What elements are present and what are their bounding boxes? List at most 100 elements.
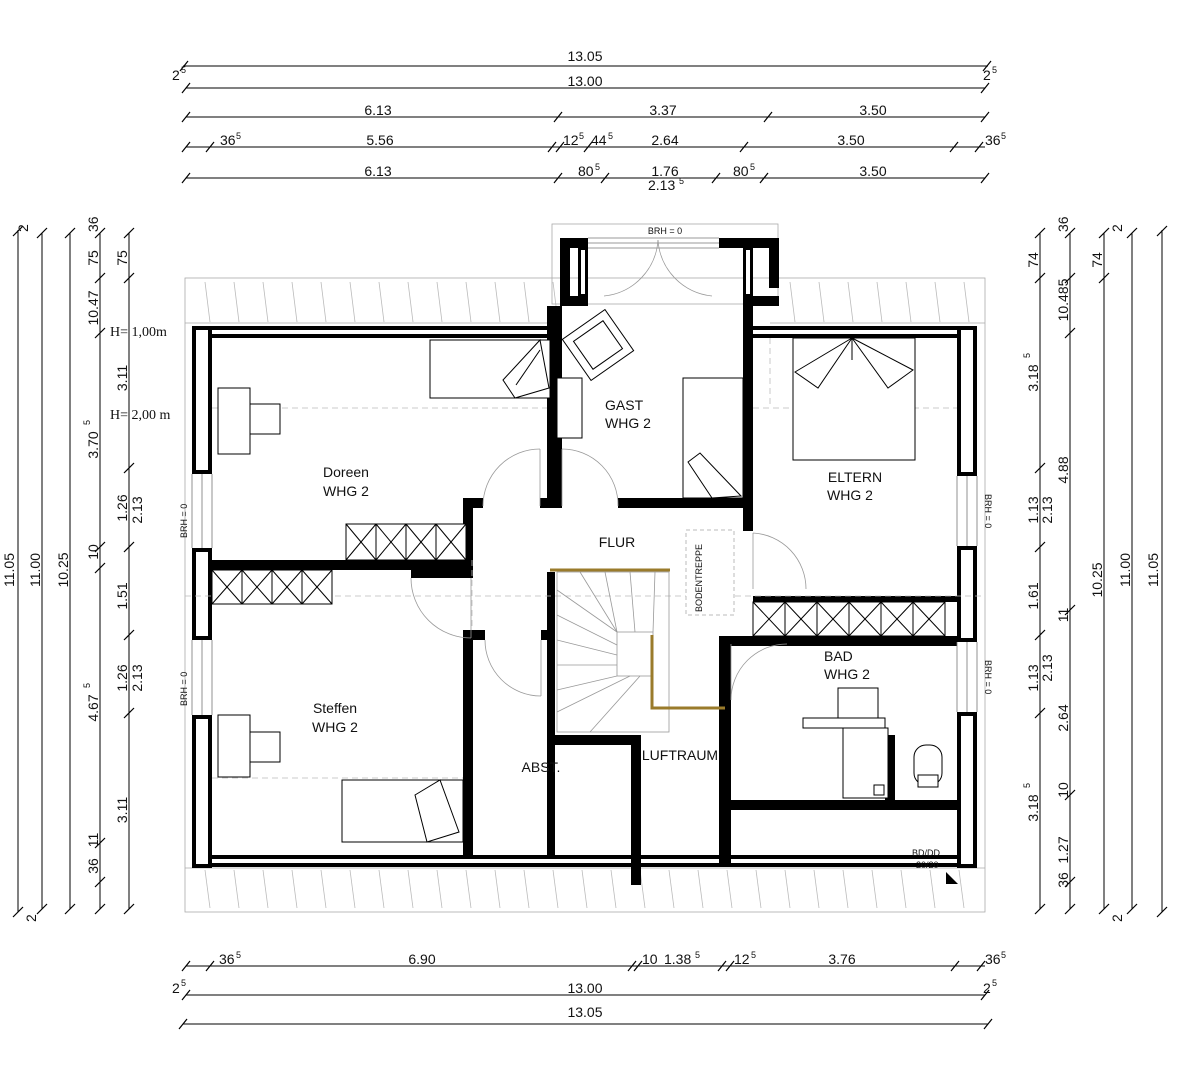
dim-r4-c-sup: 5 bbox=[579, 131, 584, 141]
dim-r3-c: 3.50 bbox=[859, 102, 886, 118]
label-steffen-sub: WHG 2 bbox=[312, 719, 358, 735]
dim-left-d5: 1.51 bbox=[114, 582, 130, 609]
door-gast bbox=[561, 448, 619, 507]
dim-r4-a: 36 bbox=[220, 132, 236, 148]
staircase bbox=[556, 571, 670, 733]
dim-r5-d-sup: 5 bbox=[750, 162, 755, 172]
label-bad: BAD bbox=[824, 648, 853, 664]
dim-r4-e: 2.64 bbox=[651, 132, 678, 148]
dim-left-1100: 11.00 bbox=[27, 553, 43, 587]
stair-handrail bbox=[550, 568, 725, 710]
dim-r5-d: 80 bbox=[733, 163, 749, 179]
bed-eltern bbox=[792, 337, 916, 461]
dim-right-c2-sup: 5 bbox=[1022, 353, 1032, 358]
dim-left-c4-sup: 5 bbox=[82, 420, 92, 425]
label-gast: GAST bbox=[605, 397, 644, 413]
bottom-dimension-labels: 36 5 6.90 10 1.38 5 12 5 3.76 36 5 13.00… bbox=[172, 950, 1006, 1020]
dim-b1-e-sup: 5 bbox=[751, 950, 756, 960]
dim-right-d2: 4.88 bbox=[1055, 456, 1071, 483]
top-dimension-labels: 13.05 2 5 2 5 13.00 6.13 3.37 3.50 36 5 … bbox=[172, 48, 1006, 193]
dim-left-d4: 2.13 bbox=[129, 496, 145, 523]
dim-b1-c: 10 bbox=[642, 951, 658, 967]
dim-top-right-end-sup: 5 bbox=[992, 65, 997, 75]
dim-right-c3: 1.13 bbox=[1025, 496, 1041, 523]
dim-left-d8: 3.11 bbox=[114, 797, 130, 823]
door-bad bbox=[730, 643, 788, 701]
dim-right-top-b: 2 bbox=[1109, 224, 1125, 232]
left-dimension-lines bbox=[12, 225, 135, 918]
bottom-dimension-lines bbox=[178, 960, 993, 1030]
dim-left-d6: 1.26 bbox=[114, 664, 130, 691]
label-bad-sub: WHG 2 bbox=[824, 666, 870, 682]
bd-dd-label: BD/DD bbox=[912, 848, 941, 858]
dim-bottom-right-end-sup: 5 bbox=[992, 978, 997, 988]
dim-right-c6: 3.18 bbox=[1025, 794, 1041, 821]
dim-r4-a-sup: 5 bbox=[236, 131, 241, 141]
dim-right-c7: 36 bbox=[1055, 872, 1071, 888]
dim-b1-d: 1.38 bbox=[664, 951, 691, 967]
dim-r4-c: 12 bbox=[563, 132, 579, 148]
dim-left-c7: 36 bbox=[85, 858, 101, 874]
dim-right-d4: 11 bbox=[1055, 608, 1071, 623]
dim-bottom-left-end: 2 bbox=[172, 980, 180, 996]
pillow-steffen bbox=[414, 779, 460, 843]
dim-right-e1: 74 bbox=[1089, 252, 1105, 268]
dim-r4-d-sup: 5 bbox=[608, 131, 613, 141]
dim-r4-g: 36 bbox=[985, 132, 1001, 148]
chair-steffen bbox=[249, 731, 281, 763]
dim-right-c2: 3.18 bbox=[1025, 364, 1041, 391]
dim-left-c5: 10 bbox=[85, 544, 101, 560]
dim-left-c8: 11 bbox=[85, 833, 101, 848]
dim-r5-sub-sup: 5 bbox=[679, 176, 684, 186]
dim-b1-b: 6.90 bbox=[408, 951, 435, 967]
door-dormer-left bbox=[603, 239, 659, 297]
door-abst bbox=[484, 639, 542, 697]
bd-size-label: 20/20 bbox=[916, 860, 939, 870]
dim-bottom-left-end-sup: 5 bbox=[181, 978, 186, 988]
dim-bottom-total-1305: 13.05 bbox=[567, 1004, 602, 1020]
door-steffen bbox=[410, 577, 472, 639]
pillow-eltern-right bbox=[851, 337, 914, 389]
dim-r5-e: 3.50 bbox=[859, 163, 886, 179]
vanity-bad bbox=[802, 717, 886, 729]
dim-top-right-end: 2 bbox=[983, 67, 991, 83]
dim-left-d1: 75 bbox=[114, 250, 130, 266]
dim-left-d7: 2.13 bbox=[129, 664, 145, 691]
label-eltern: ELTERN bbox=[828, 469, 882, 485]
dim-r5-a: 6.13 bbox=[364, 163, 391, 179]
top-dimension-lines bbox=[179, 60, 992, 184]
pillow-eltern-left bbox=[794, 337, 853, 389]
dim-top-total-1305: 13.05 bbox=[567, 48, 602, 64]
label-luftraum: LUFTRAUM bbox=[642, 747, 718, 763]
dim-right-c5: 1.13 bbox=[1025, 664, 1041, 691]
dim-right-c6-sup: 5 bbox=[1022, 783, 1032, 788]
dim-b1-e: 12 bbox=[734, 951, 750, 967]
dim-left-1025: 10.25 bbox=[55, 552, 71, 587]
brh-left-1: BRH = 0 bbox=[179, 504, 189, 538]
room-labels: Doreen WHG 2 Steffen WHG 2 GAST WHG 2 EL… bbox=[312, 397, 882, 775]
dim-right-c4: 1.61 bbox=[1025, 582, 1041, 609]
dim-b1-f: 3.76 bbox=[828, 951, 855, 967]
walls bbox=[192, 238, 977, 885]
label-gast-sub: WHG 2 bbox=[605, 415, 651, 431]
dim-r5-b: 80 bbox=[578, 163, 594, 179]
dim-r3-b: 3.37 bbox=[649, 102, 676, 118]
dim-left-1105: 11.05 bbox=[1, 553, 17, 587]
right-dimension-lines bbox=[1034, 225, 1168, 918]
door-dormer-right bbox=[657, 239, 713, 297]
wardrobe-eltern bbox=[752, 601, 946, 637]
dim-right-d7: 10 bbox=[1055, 782, 1071, 798]
desk-doreen bbox=[217, 387, 251, 455]
label-flur: FLUR bbox=[599, 534, 636, 550]
label-eltern-sub: WHG 2 bbox=[827, 487, 873, 503]
dim-r3-a: 6.13 bbox=[364, 102, 391, 118]
dim-left-c1: 75 bbox=[85, 250, 101, 266]
table-gast bbox=[556, 377, 583, 439]
roof-rafters-top bbox=[204, 281, 970, 323]
annotations: BRH = 0 BRH = 0 BRH = 0 BRH = 0 BRH = 0 … bbox=[110, 226, 993, 884]
left-dimension-labels: 11.05 11.00 10.25 75 10.47 3.70 5 10 4.6… bbox=[1, 216, 145, 922]
door-eltern bbox=[752, 532, 807, 590]
wardrobe-doreen bbox=[345, 523, 467, 561]
height-label-1m: H= 1,00m bbox=[110, 325, 167, 340]
